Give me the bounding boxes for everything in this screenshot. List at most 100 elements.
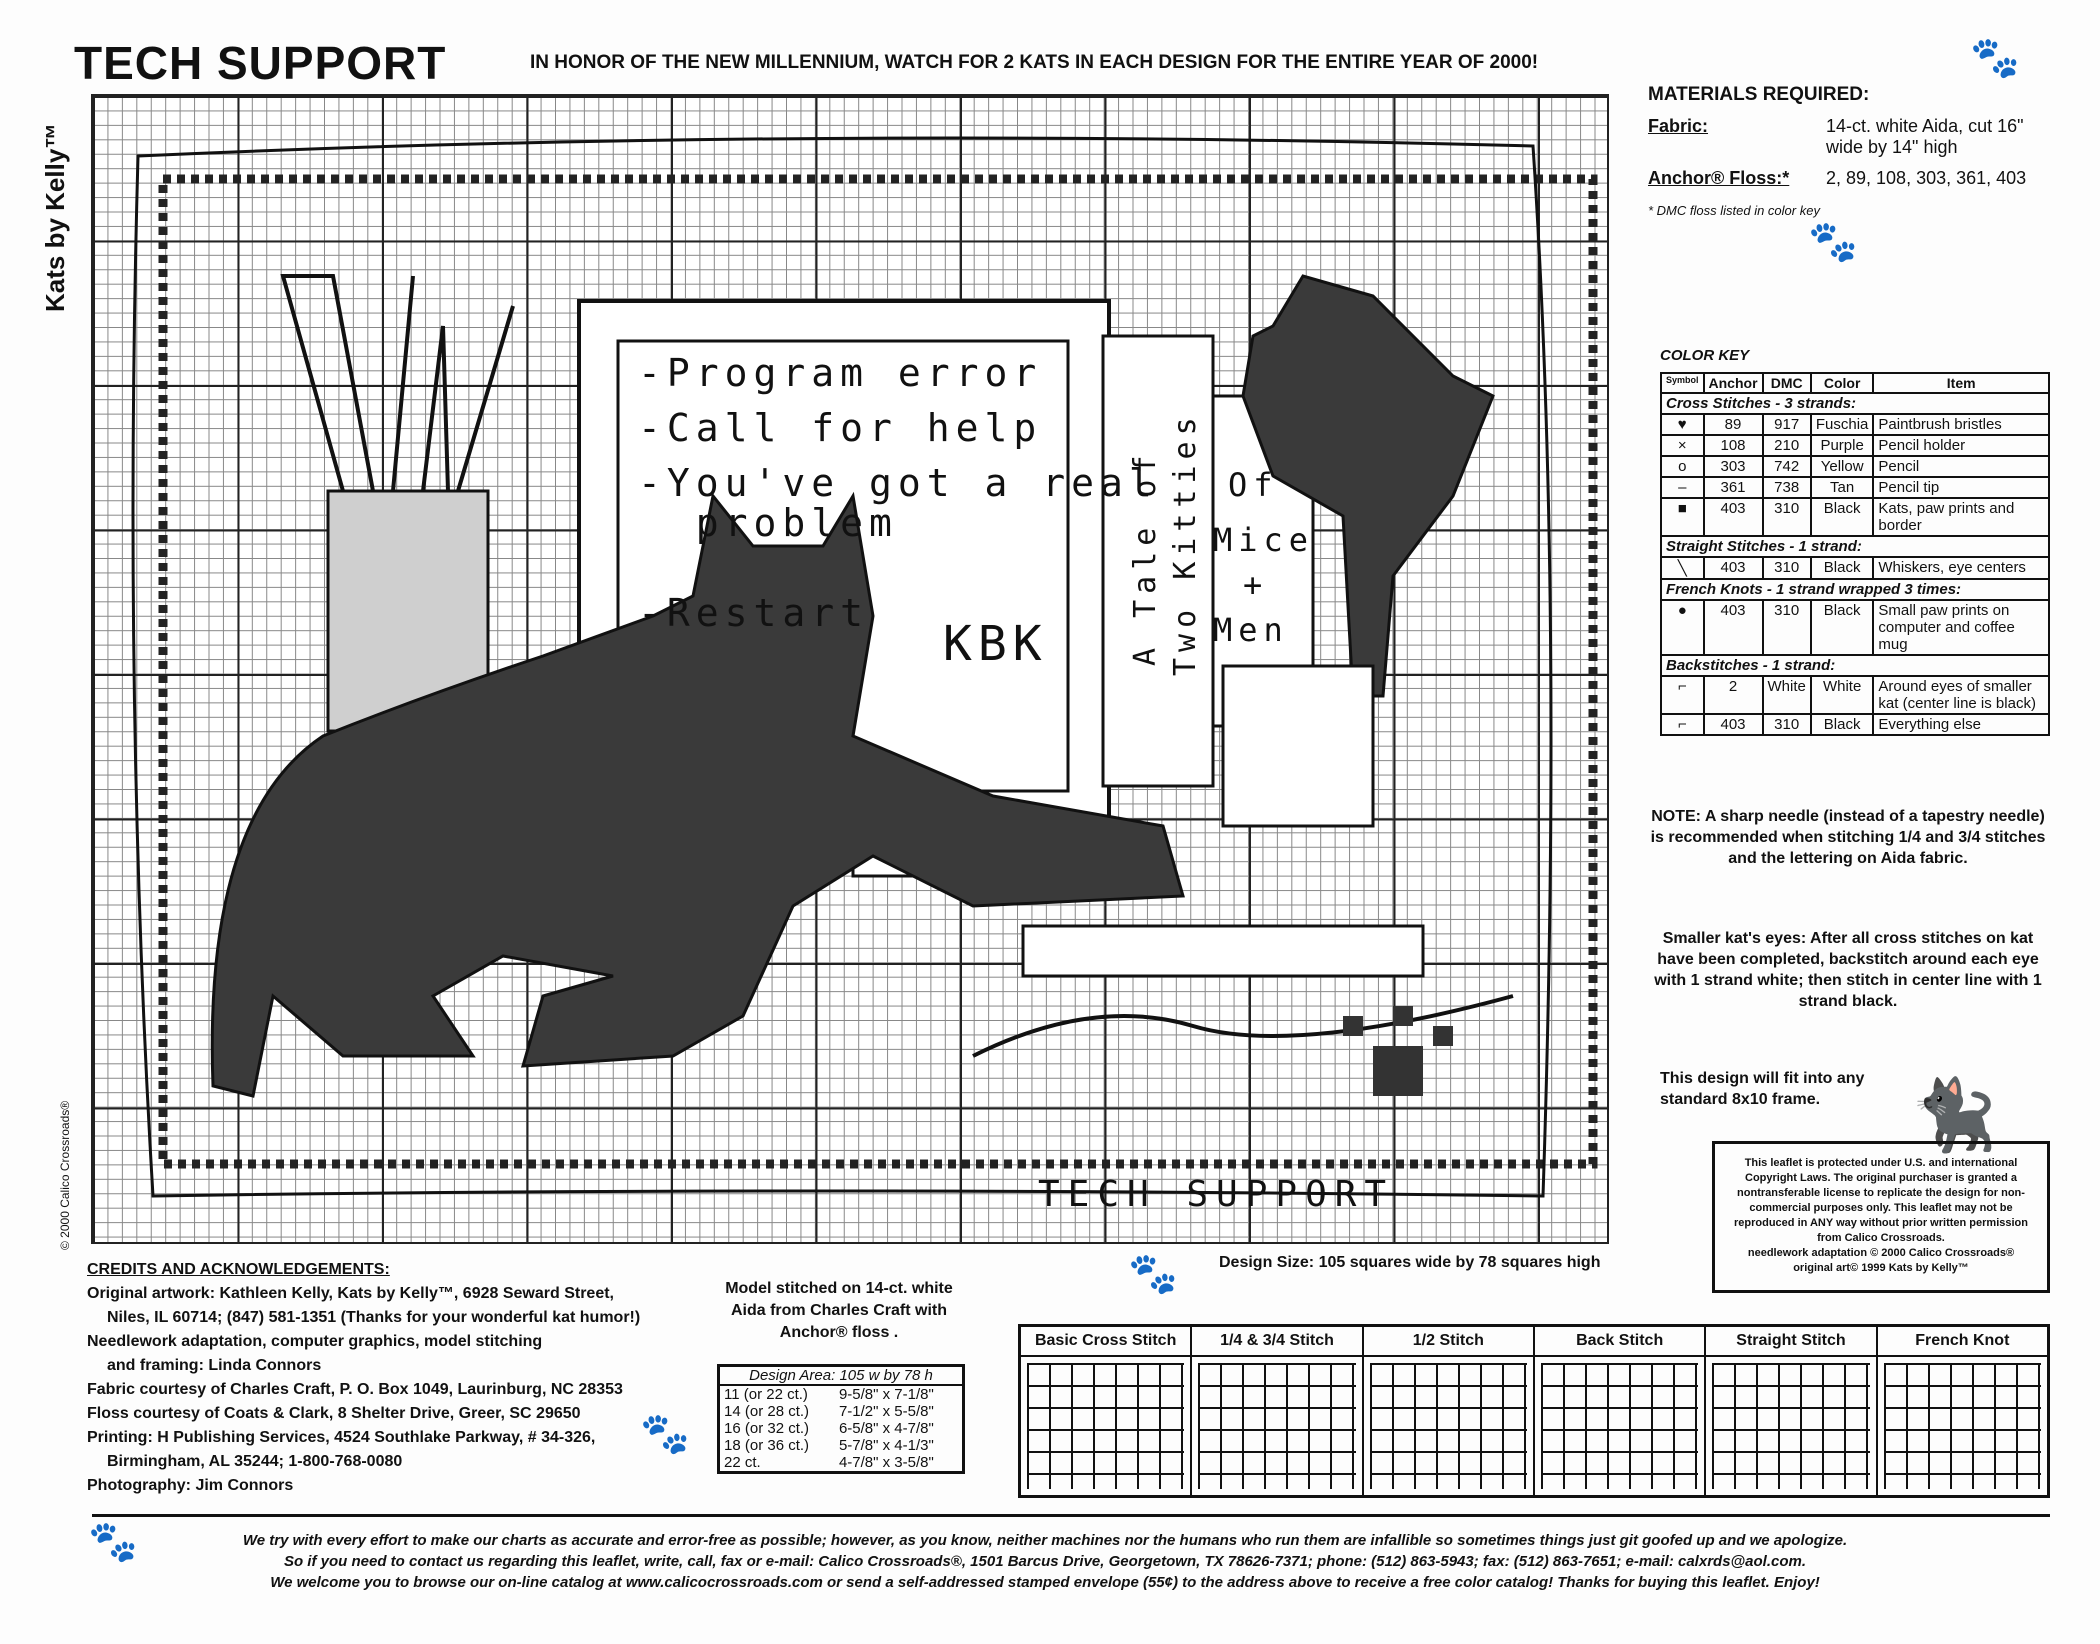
art-credit: original art© 1999 Kats by Kelly™: [1793, 1262, 1969, 1274]
fabric-count: 14 (or 28 ct.): [724, 1403, 810, 1420]
stitch-diagram: 1/2 Stitch: [1363, 1327, 1535, 1495]
anchor: 403: [1702, 713, 1764, 736]
dmc: 310: [1761, 497, 1812, 537]
monitor-line-5: -Restart: [638, 591, 870, 635]
symbol: ⌐: [1660, 713, 1705, 736]
footer-divider: [92, 1514, 2050, 1517]
finished-size: 9-5/8" x 7-1/8": [838, 1386, 934, 1403]
col-anchor: Anchor: [1702, 372, 1764, 394]
anchor: 89: [1702, 413, 1764, 436]
paw-print-chart: [1343, 1006, 1453, 1096]
copyright-box: This leaflet is protected under U.S. and…: [1712, 1141, 2050, 1293]
floss-footnote: * DMC floss listed in color key: [1648, 203, 1820, 218]
coffee-mug: [1221, 664, 1375, 828]
pen: [1021, 924, 1425, 978]
adaptation-credit: needlework adaptation © 2000 Calico Cros…: [1747, 1247, 2015, 1259]
item: Pencil tip: [1872, 476, 2050, 499]
stitch-label: 1/2 Stitch: [1363, 1327, 1533, 1357]
color: Yellow: [1809, 455, 1875, 478]
item: Whiskers, eye centers: [1872, 556, 2050, 580]
stitch-diagram: Straight Stitch: [1706, 1327, 1878, 1495]
paw-print-icon: 🐾: [1808, 220, 1858, 264]
stitch-label: Straight Stitch: [1706, 1327, 1876, 1357]
credit-line: Fabric courtesy of Charles Craft, P. O. …: [87, 1381, 623, 1398]
anchor: 108: [1702, 434, 1764, 457]
design-area-row: 18 (or 36 ct.)5-7/8" x 4-1/3": [719, 1437, 964, 1454]
stitch-grid: [1027, 1363, 1185, 1489]
symbol: ⌐: [1660, 675, 1705, 715]
floss-label: Anchor® Floss:*: [1648, 168, 1790, 188]
small-kat: [1241, 274, 1495, 698]
credit-line: Needlework adaptation, computer graphics…: [87, 1333, 543, 1350]
item: Kats, paw prints and border: [1872, 497, 2050, 537]
model-note: Model stitched on 14-ct. white Aida from…: [725, 1280, 953, 1341]
symbol: ╲: [1660, 556, 1705, 580]
paw-print-icon: 🐾: [88, 1520, 138, 1564]
eyes-note: Smaller kat's eyes: After all cross stit…: [1654, 930, 2042, 1010]
item: Paintbrush bristles: [1872, 413, 2050, 436]
credits-heading: CREDITS AND ACKNOWLEDGEMENTS:: [87, 1261, 390, 1278]
page-title: TECH SUPPORT: [74, 37, 447, 89]
floss-value: 2, 89, 108, 303, 361, 403: [1826, 168, 2027, 188]
initials: KBK: [943, 616, 1048, 672]
materials-heading: MATERIALS REQUIRED:: [1648, 84, 1870, 105]
item: Everything else: [1872, 713, 2050, 736]
footer: We try with every effort to make our cha…: [150, 1530, 1940, 1593]
fabric-count: 11 (or 22 ct.): [724, 1386, 808, 1403]
book-spine-1: A Tale of: [1128, 449, 1163, 666]
stitch-diagram: French Knot: [1877, 1327, 2047, 1495]
book-spine-4: Mice: [1213, 521, 1315, 559]
col-item: Item: [1872, 372, 2050, 394]
fabric-value: 14-ct. white Aida, cut 16" wide by 14" h…: [1826, 116, 2024, 157]
stitch-grid: [1540, 1363, 1699, 1489]
footer-line: We welcome you to browse our on-line cat…: [270, 1574, 1820, 1591]
fabric-count: 22 ct.: [724, 1454, 761, 1471]
symbol: –: [1660, 476, 1705, 499]
anchor: 2: [1702, 675, 1764, 715]
color: Fuschia: [1809, 413, 1875, 436]
dmc: 310: [1761, 556, 1812, 580]
credit-line: Original artwork: Kathleen Kelly, Kats b…: [87, 1285, 614, 1302]
anchor: 361: [1702, 476, 1764, 499]
vine-frame: [131, 136, 1553, 1198]
book-spine-3: Of: [1228, 466, 1279, 504]
book-spine-5: +: [1243, 566, 1269, 604]
section-french: French Knots - 1 strand wrapped 3 times:: [1660, 578, 2050, 601]
design-area-row: 11 (or 22 ct.) 9-5/8" x 7-1/8": [719, 1385, 964, 1403]
anchor: 403: [1702, 497, 1764, 537]
section-cross: Cross Stitches - 3 strands:: [1660, 392, 2050, 415]
cord: [972, 994, 1514, 1058]
item: Pencil holder: [1872, 434, 2050, 457]
millennium-banner: IN HONOR OF THE NEW MILLENNIUM, WATCH FO…: [530, 52, 1539, 73]
footer-line: We try with every effort to make our cha…: [242, 1532, 1848, 1549]
color: White: [1809, 675, 1875, 715]
stitch-grid: [1712, 1363, 1870, 1489]
credit-line: Niles, IL 60714; (847) 581-1351 (Thanks …: [107, 1309, 641, 1326]
fabric-count: 16 (or 32 ct.): [724, 1420, 810, 1437]
symbol: o: [1660, 455, 1705, 478]
needle-note: NOTE: A sharp needle (instead of a tapes…: [1650, 808, 2046, 867]
finished-size: 5-7/8" x 4-1/3": [838, 1437, 934, 1454]
stitch-label: 1/4 & 3/4 Stitch: [1192, 1327, 1362, 1357]
dmc: 917: [1761, 413, 1812, 436]
chart-border: [158, 174, 1598, 1169]
credit-line: Floss courtesy of Coats & Clark, 8 Shelt…: [87, 1405, 581, 1422]
color: Tan: [1809, 476, 1875, 499]
paw-print-icon: 🐾: [1128, 1252, 1178, 1296]
side-copyright: © 2000 Calico Crossroads®: [58, 1100, 72, 1250]
color: Purple: [1809, 434, 1875, 457]
monitor-line-1: -Program error: [638, 351, 1043, 395]
brand-label: Kats by Kelly™: [40, 122, 70, 312]
dmc: 742: [1761, 455, 1812, 478]
symbol: ●: [1660, 599, 1705, 656]
